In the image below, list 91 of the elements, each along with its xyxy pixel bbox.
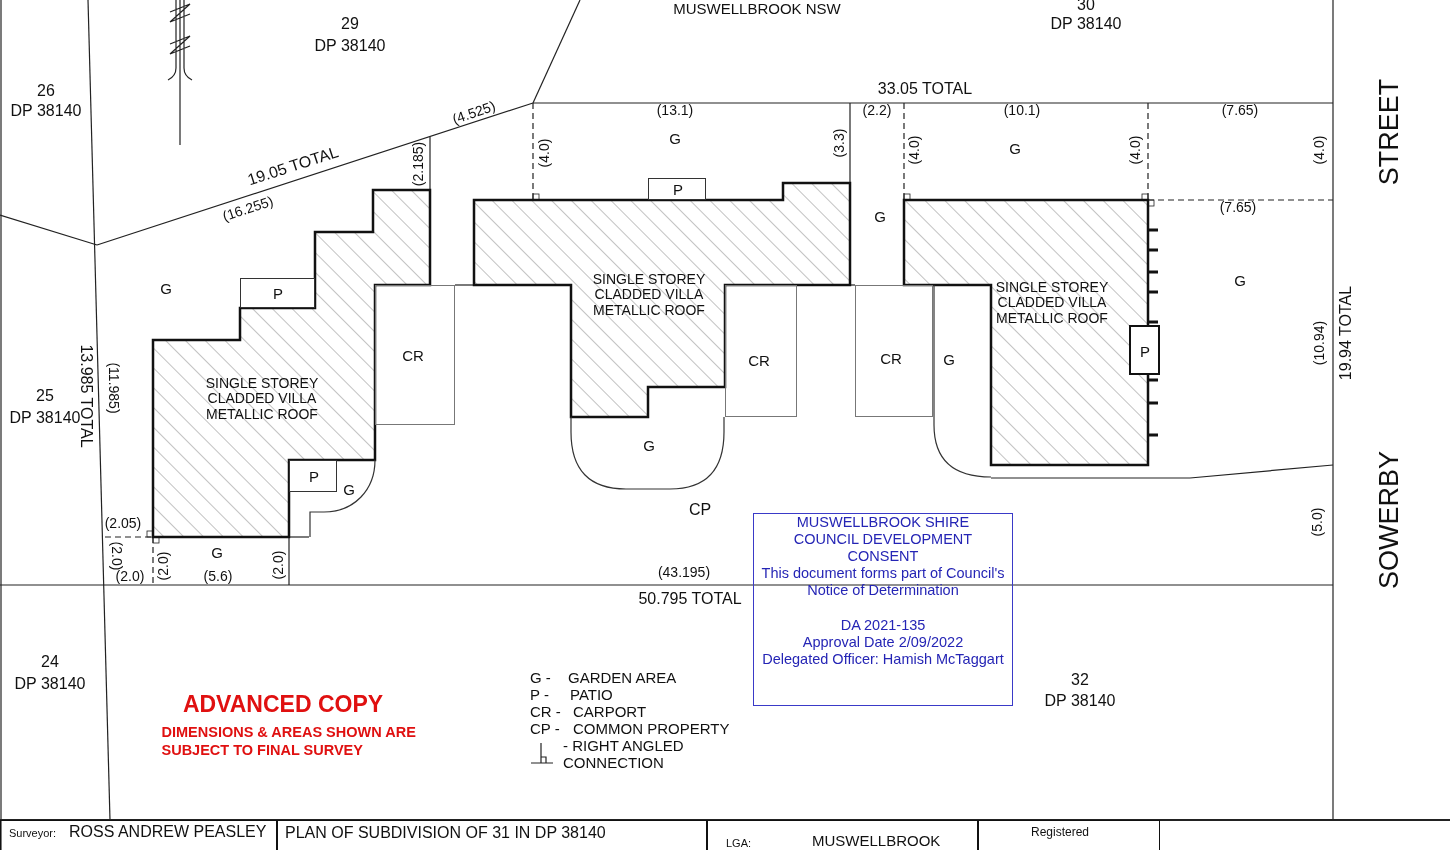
street-name: SOWERBY (1375, 451, 1405, 589)
field-caption: Surveyor: (9, 826, 57, 840)
area-code: G (1009, 140, 1021, 158)
dimension-text: (10.94) (1312, 320, 1328, 366)
area-code: P (273, 285, 283, 303)
area-code: G (160, 280, 172, 298)
legend-code: G - (530, 669, 551, 687)
dimension-text: (5.6) (203, 569, 233, 585)
stamp-note: This document forms part of Council's Notice of Determination (760, 565, 1006, 599)
area-code: P (1140, 343, 1150, 361)
stamp-heading: MUSWELLBROOK SHIRE COUNCIL DEVELOPMENT CONSENT (792, 514, 974, 565)
field-caption: Registered (1031, 826, 1089, 840)
dimension-text: (4.0) (537, 138, 553, 168)
legend-code: P - (530, 686, 549, 704)
legend-description: PATIO (570, 686, 613, 704)
dimension-text: (5.0) (1310, 507, 1326, 537)
total-dimension: 33.05 TOTAL (877, 80, 973, 98)
area-code: P (309, 468, 319, 486)
street-name: STREET (1375, 78, 1405, 186)
villa-description: SINGLE STOREY CLADDED VILLA METALLIC ROOF (204, 375, 320, 423)
area-code: CP (688, 501, 712, 519)
legend-description: GARDEN AREA (568, 669, 677, 687)
title-block-field (0, 820, 277, 850)
area-code: CR (880, 350, 902, 368)
dimension-text: (2.0) (156, 551, 172, 581)
officer-name: Delegated Officer: Hamish McTaggart (761, 651, 1005, 668)
villa-description: SINGLE STOREY CLADDED VILLA METALLIC ROOF (994, 279, 1110, 327)
dimension-text: (2.2) (862, 103, 892, 119)
lot-number: 32 (1071, 671, 1089, 689)
dimension-text: (4.0) (907, 135, 923, 165)
dimension-text: (2.0) (115, 569, 145, 585)
villa-description: SINGLE STOREY CLADDED VILLA METALLIC ROOF (591, 271, 707, 319)
dimension-text: (43.195) (657, 565, 711, 581)
dimension-text: (4.0) (1312, 135, 1328, 165)
area-code: P (673, 181, 683, 199)
lot-number: 24 (41, 653, 59, 671)
area-code: G (343, 481, 355, 499)
surveyor-name: ROSS ANDREW PEASLEY (69, 823, 267, 841)
lga-name: MUSWELLBROOK (812, 832, 941, 850)
legend-code: CR - (530, 703, 561, 721)
lot-number: 29 (341, 15, 359, 33)
dimension-text: (2.0) (271, 550, 287, 580)
plan-reference: DP 38140 (10, 102, 82, 120)
dimension-text: (3.3) (832, 128, 848, 158)
area-code: G (643, 437, 655, 455)
area-code: G (874, 208, 886, 226)
warning-heading: ADVANCED COPY (182, 692, 384, 718)
patio-outline (1129, 325, 1160, 375)
carport-outline (375, 285, 455, 425)
field-caption: LGA: (726, 836, 752, 850)
plan-reference: DP 38140 (1044, 692, 1116, 710)
place-name: MUSWELLBROOK NSW (673, 0, 841, 18)
patio-outline (648, 178, 706, 200)
dimension-text: (13.1) (656, 103, 694, 119)
dimension-text: (10.1) (1003, 103, 1041, 119)
dimension-text: (7.65) (1221, 103, 1259, 119)
approval-number: DA 2021-135 (839, 617, 927, 634)
legend-description: - RIGHT ANGLED CONNECTION (563, 737, 685, 771)
patio-outline (240, 278, 315, 308)
plan-reference: DP 38140 (314, 37, 386, 55)
total-dimension: 19.05 TOTAL (245, 143, 341, 189)
plan-reference: DP 38140 (14, 675, 86, 693)
dimension-text: (2.0) (108, 541, 124, 571)
patio-outline (289, 460, 337, 492)
plan-title: PLAN OF SUBDIVISION OF 31 IN DP 38140 (285, 824, 606, 842)
area-code: G (943, 351, 955, 369)
lot-number: 26 (37, 82, 55, 100)
title-block-field (277, 820, 707, 850)
legend-description: COMMON PROPERTY (573, 720, 730, 738)
carport-outline (725, 285, 797, 417)
consent-stamp (753, 513, 1013, 706)
total-dimension: 50.795 TOTAL (638, 590, 742, 608)
area-code: CR (402, 347, 424, 365)
area-code: G (1234, 272, 1246, 290)
legend-description: CARPORT (573, 703, 647, 721)
title-block-field (978, 820, 1160, 850)
plan-reference: DP 38140 (1050, 15, 1122, 33)
approval-date: Approval Date 2/09/2022 (801, 634, 965, 651)
legend-code: CP - (530, 720, 560, 738)
lot-number: 25 (36, 387, 54, 405)
area-code: CR (748, 352, 770, 370)
total-dimension: 19.94 TOTAL (1337, 285, 1355, 381)
area-code: G (669, 130, 681, 148)
title-block-field (707, 820, 978, 850)
warning-note: DIMENSIONS & AREAS SHOWN ARE SUBJECT TO FINAL SURVEY (161, 723, 417, 759)
dimension-text: (4.0) (1128, 135, 1144, 165)
area-code: G (211, 544, 223, 562)
dimension-text: (11.985) (105, 362, 121, 414)
carport-outline (855, 285, 933, 417)
plan-reference: DP 38140 (9, 409, 81, 427)
dimension-text: (7.65) (1219, 200, 1257, 216)
